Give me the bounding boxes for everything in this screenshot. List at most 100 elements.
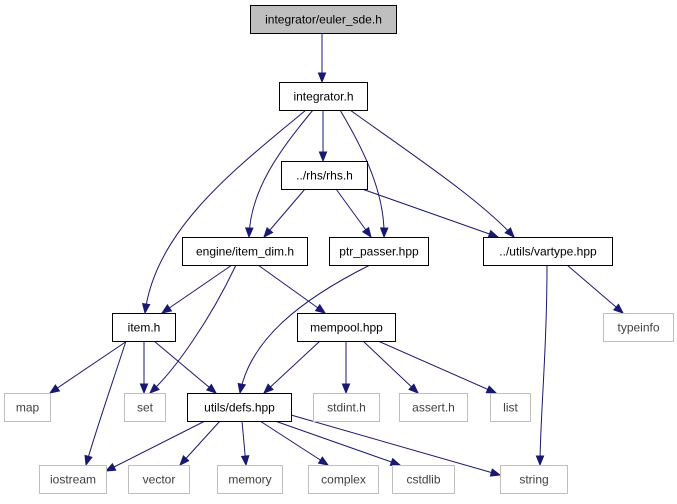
- node-vector: vector: [128, 465, 190, 494]
- node-box: [308, 465, 379, 494]
- node-box: [392, 465, 455, 494]
- edge-integrator-to-item: [141, 109, 307, 315]
- edge-item-to-map: [48, 340, 128, 394]
- edge-mempool-to-assert: [362, 340, 419, 394]
- node-box: [112, 313, 176, 342]
- node-box: [279, 82, 368, 111]
- node-box: [490, 393, 531, 422]
- node-complex: complex: [308, 465, 379, 494]
- node-vartype[interactable]: ../utils/vartype.hpp: [483, 237, 613, 266]
- node-mempool[interactable]: mempool.hpp: [297, 313, 396, 342]
- edge-line: [539, 264, 548, 466]
- node-label: string: [519, 473, 548, 487]
- node-label: typeinfo: [617, 321, 659, 335]
- node-label: iostream: [50, 473, 96, 487]
- node-label: item.h: [128, 321, 161, 335]
- edge-integrator-to-itemdim: [244, 109, 314, 239]
- edge-item-to-set: [139, 341, 149, 395]
- node-label: vector: [143, 473, 176, 487]
- edge-line: [161, 264, 233, 314]
- edge-arrowhead: [389, 457, 402, 466]
- node-label: stdint.h: [327, 401, 366, 415]
- edge-arrowhead: [489, 468, 502, 477]
- edge-integrator-to-rhs: [318, 110, 328, 163]
- node-box: [483, 237, 613, 266]
- edge-line: [179, 420, 221, 466]
- node-rhs[interactable]: ../rhs/rhs.h: [281, 161, 368, 190]
- edge-line: [339, 109, 385, 238]
- edge-euler-to-integrator: [317, 33, 327, 84]
- edge-arrowhead: [408, 383, 419, 394]
- edge-itemdim-to-set: [149, 264, 237, 394]
- edge-defs-to-iostream: [104, 420, 206, 472]
- edge-arrowhead: [485, 385, 498, 394]
- edge-itemdim-to-mempool: [257, 264, 327, 314]
- edge-line: [263, 340, 321, 394]
- node-box: [281, 161, 368, 190]
- edge-line: [248, 109, 314, 238]
- edge-arrowhead: [361, 226, 372, 239]
- node-box: [297, 313, 396, 342]
- node-iostream: iostream: [39, 465, 107, 494]
- node-box: [313, 393, 380, 422]
- edge-arrowhead: [160, 304, 173, 314]
- node-integrator[interactable]: integrator.h: [279, 82, 368, 111]
- edge-defs-to-string: [290, 414, 502, 477]
- edge-arrowhead: [104, 462, 117, 472]
- node-box: [329, 237, 429, 266]
- edge-ptr-to-defs: [237, 264, 371, 395]
- edge-rhs-to-itemdim: [263, 188, 306, 239]
- edge-arrowhead: [240, 455, 250, 467]
- node-label: map: [16, 401, 40, 415]
- edge-mempool-to-stdint: [341, 341, 351, 395]
- node-box: [187, 393, 292, 422]
- edge-item-to-iostream: [84, 340, 127, 467]
- node-box: [603, 313, 674, 342]
- edge-arrowhead: [84, 454, 93, 467]
- edge-arrowhead: [379, 227, 389, 239]
- edge-arrowhead: [141, 303, 151, 315]
- node-label: ../rhs/rhs.h: [296, 169, 353, 183]
- node-assert: assert.h: [399, 393, 468, 422]
- node-euler[interactable]: integrator/euler_sde.h: [250, 5, 397, 34]
- edge-mempool-to-list: [377, 340, 498, 394]
- node-box: [4, 393, 51, 422]
- node-item[interactable]: item.h: [112, 313, 176, 342]
- node-box: [39, 465, 107, 494]
- edge-arrowhead: [48, 384, 61, 394]
- edge-line: [153, 340, 217, 394]
- node-label: set: [137, 401, 154, 415]
- edge-arrowhead: [487, 229, 500, 238]
- edge-line: [362, 340, 419, 394]
- edge-vartype-to-typeinfo: [566, 264, 625, 314]
- edge-line: [105, 420, 206, 472]
- edge-line: [274, 420, 401, 466]
- node-set: set: [124, 393, 166, 422]
- edge-arrowhead: [341, 383, 351, 395]
- edge-defs-to-vector: [179, 420, 221, 466]
- node-box: [182, 237, 308, 266]
- node-label: list: [503, 401, 518, 415]
- node-label: assert.h: [412, 401, 455, 415]
- edge-arrowhead: [263, 226, 274, 239]
- node-defs[interactable]: utils/defs.hpp: [187, 393, 292, 422]
- node-list: list: [490, 393, 531, 422]
- node-ptr[interactable]: ptr_passer.hpp: [329, 237, 429, 266]
- edge-line: [290, 414, 501, 476]
- edge-arrowhead: [318, 151, 328, 163]
- node-itemdim[interactable]: engine/item_dim.h: [182, 237, 308, 266]
- edge-arrowhead: [179, 455, 190, 466]
- edge-line: [361, 188, 499, 238]
- edge-line: [239, 264, 371, 394]
- node-string: string: [500, 465, 568, 494]
- node-label: mempool.hpp: [310, 321, 383, 335]
- node-typeinfo: typeinfo: [603, 313, 674, 342]
- edge-rhs-to-ptr: [335, 188, 372, 239]
- node-box: [250, 5, 397, 34]
- edge-item-to-defs: [153, 340, 218, 394]
- edge-defs-to-memory: [240, 420, 250, 467]
- edge-arrowhead: [149, 383, 160, 394]
- edge-arrowhead: [205, 383, 218, 394]
- nodes-layer: integrator/euler_sde.h integrator.h ../rhs…: [4, 5, 674, 494]
- node-label: complex: [321, 473, 366, 487]
